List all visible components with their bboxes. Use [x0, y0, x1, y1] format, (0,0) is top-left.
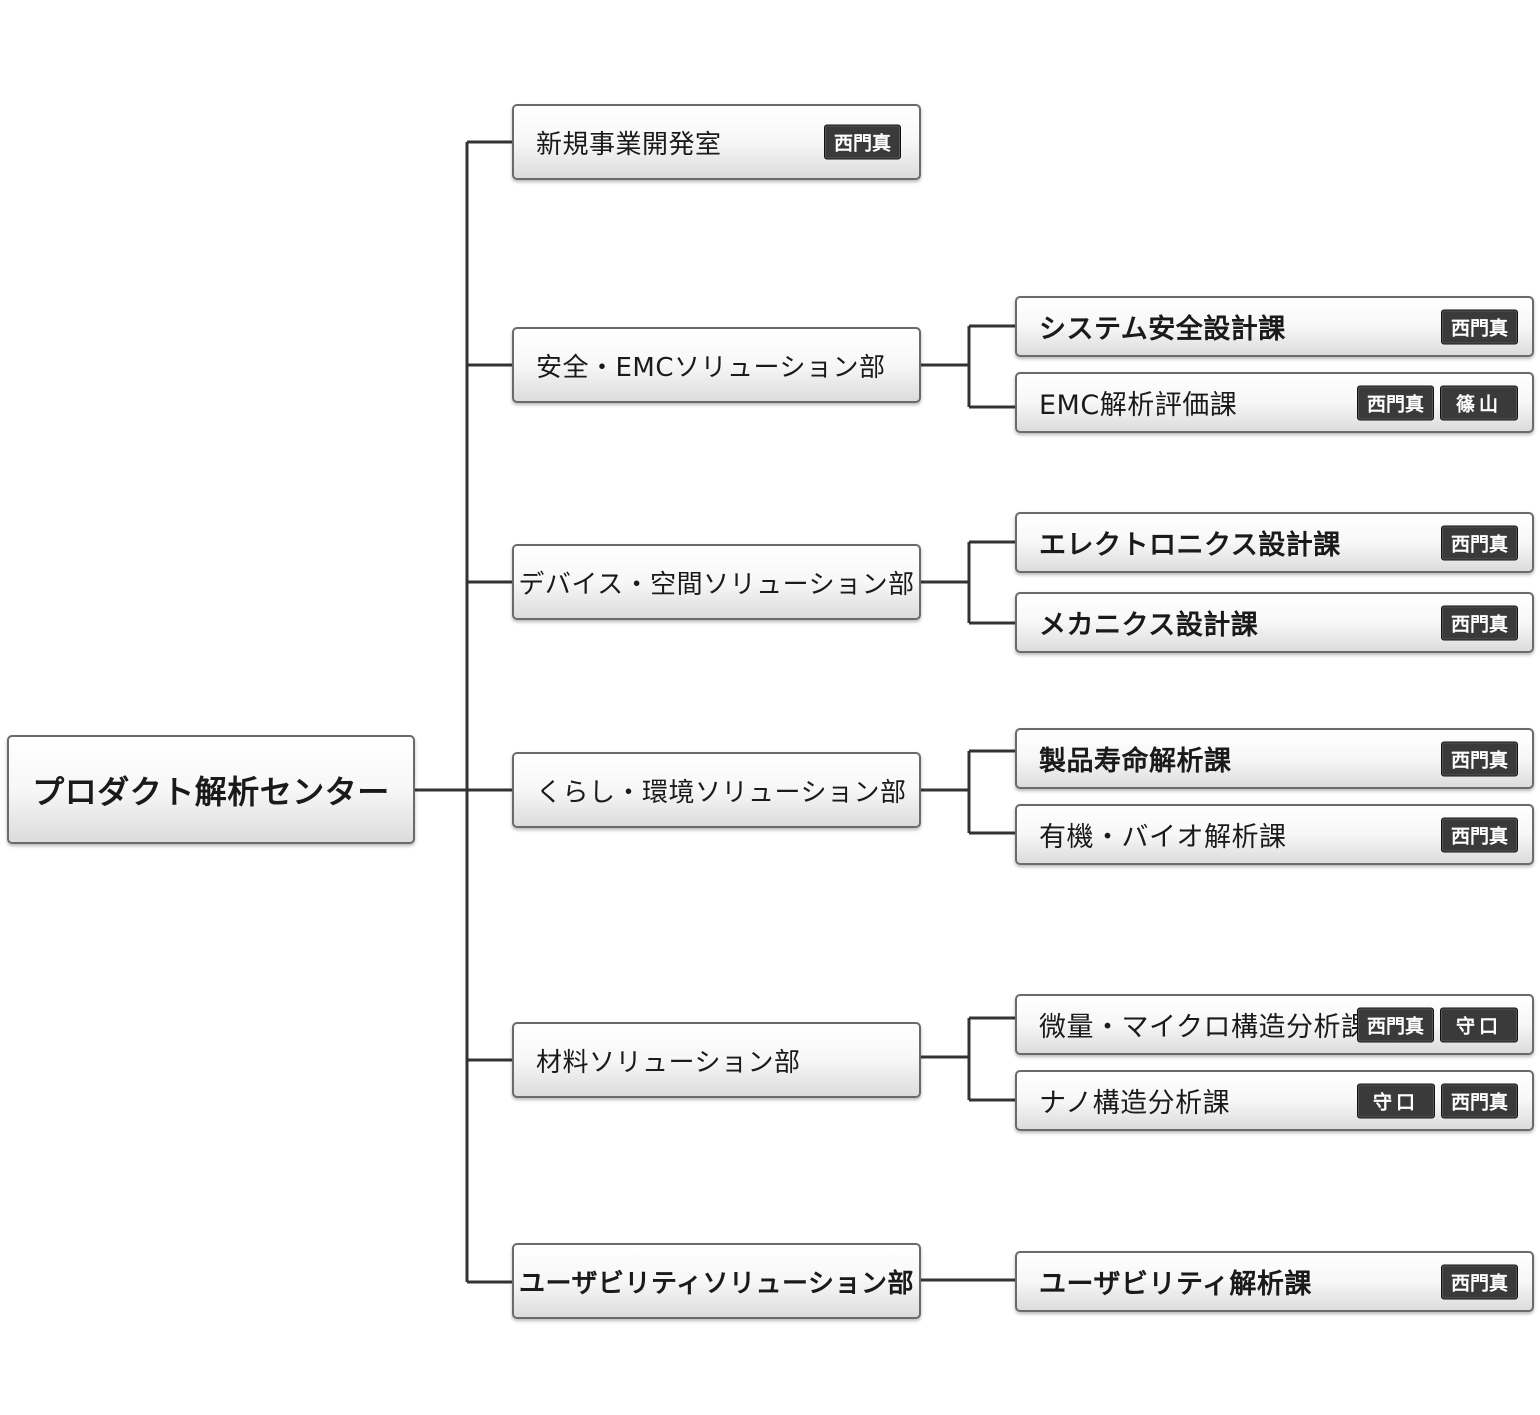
dept-device-kukan: デバイス・空間ソリューション部: [512, 544, 921, 620]
section-label: 有機・バイオ解析課: [1039, 822, 1287, 853]
section-label: EMC解析評価課: [1039, 390, 1238, 421]
location-tags: 西門真: [1440, 1264, 1518, 1299]
dept-label: ユーザビリティソリューション部: [519, 1268, 914, 1299]
section-biryo-micro: 微量・マイクロ構造分析課 西門真 守口: [1015, 994, 1534, 1055]
location-tag: 西門真: [1440, 741, 1518, 776]
section-yuki-bio: 有機・バイオ解析課 西門真: [1015, 804, 1534, 865]
section-mechanics: メカニクス設計課 西門真: [1015, 592, 1534, 653]
location-tags: 西門真: [1440, 817, 1518, 852]
location-tag: 守口: [1356, 1083, 1435, 1118]
dept-kurashi-kankyo: くらし・環境ソリューション部: [512, 752, 921, 828]
root-label: プロダクト解析センター: [32, 772, 390, 811]
location-tag: 西門真: [1440, 525, 1518, 560]
location-tags: 西門真 守口: [1356, 1007, 1518, 1042]
location-tag: 篠山: [1439, 385, 1518, 420]
section-seihin-jumyo: 製品寿命解析課 西門真: [1015, 728, 1534, 789]
dept-shinki-jigyo: 新規事業開発室 西門真: [512, 104, 921, 180]
location-tags: 西門真: [1440, 741, 1518, 776]
section-label: システム安全設計課: [1039, 314, 1286, 345]
section-label: ナノ構造分析課: [1039, 1088, 1231, 1119]
dept-label: 安全・EMCソリューション部: [536, 352, 886, 383]
section-usability-kaiseki: ユーザビリティ解析課 西門真: [1015, 1251, 1534, 1312]
section-emc-kaiseki: EMC解析評価課 西門真 篠山: [1015, 372, 1534, 433]
dept-label: くらし・環境ソリューション部: [536, 777, 907, 808]
location-tags: 西門真: [1440, 605, 1518, 640]
location-tag: 西門真: [823, 124, 901, 160]
section-label: 製品寿命解析課: [1039, 746, 1232, 777]
dept-label: デバイス・空間ソリューション部: [518, 569, 915, 600]
section-system-anzen: システム安全設計課 西門真: [1015, 296, 1534, 357]
location-tag: 西門真: [1356, 385, 1434, 420]
dept-anzen-emc: 安全・EMCソリューション部: [512, 327, 921, 403]
location-tag: 西門真: [1440, 817, 1518, 852]
location-tags: 西門真: [1440, 525, 1518, 560]
root-node: プロダクト解析センター: [7, 735, 415, 844]
dept-label: 材料ソリューション部: [536, 1047, 801, 1078]
location-tags: 西門真: [1440, 309, 1518, 344]
section-label: 微量・マイクロ構造分析課: [1039, 1012, 1369, 1043]
section-label: エレクトロニクス設計課: [1039, 530, 1341, 561]
location-tags: 西門真 篠山: [1356, 385, 1518, 420]
location-tag: 西門真: [1440, 1083, 1518, 1118]
section-electronics: エレクトロニクス設計課 西門真: [1015, 512, 1534, 573]
location-tag: 西門真: [1440, 1264, 1518, 1299]
dept-usability: ユーザビリティソリューション部: [512, 1243, 921, 1319]
location-tags: 西門真: [823, 124, 901, 160]
location-tag: 守口: [1439, 1007, 1518, 1042]
location-tag: 西門真: [1440, 309, 1518, 344]
location-tag: 西門真: [1356, 1007, 1434, 1042]
location-tag: 西門真: [1440, 605, 1518, 640]
section-label: ユーザビリティ解析課: [1039, 1269, 1312, 1300]
dept-label: 新規事業開発室: [536, 129, 722, 160]
section-label: メカニクス設計課: [1039, 610, 1259, 641]
location-tags: 守口 西門真: [1356, 1083, 1518, 1118]
section-nano-kozo: ナノ構造分析課 守口 西門真: [1015, 1070, 1534, 1131]
dept-zairyo: 材料ソリューション部: [512, 1022, 921, 1098]
